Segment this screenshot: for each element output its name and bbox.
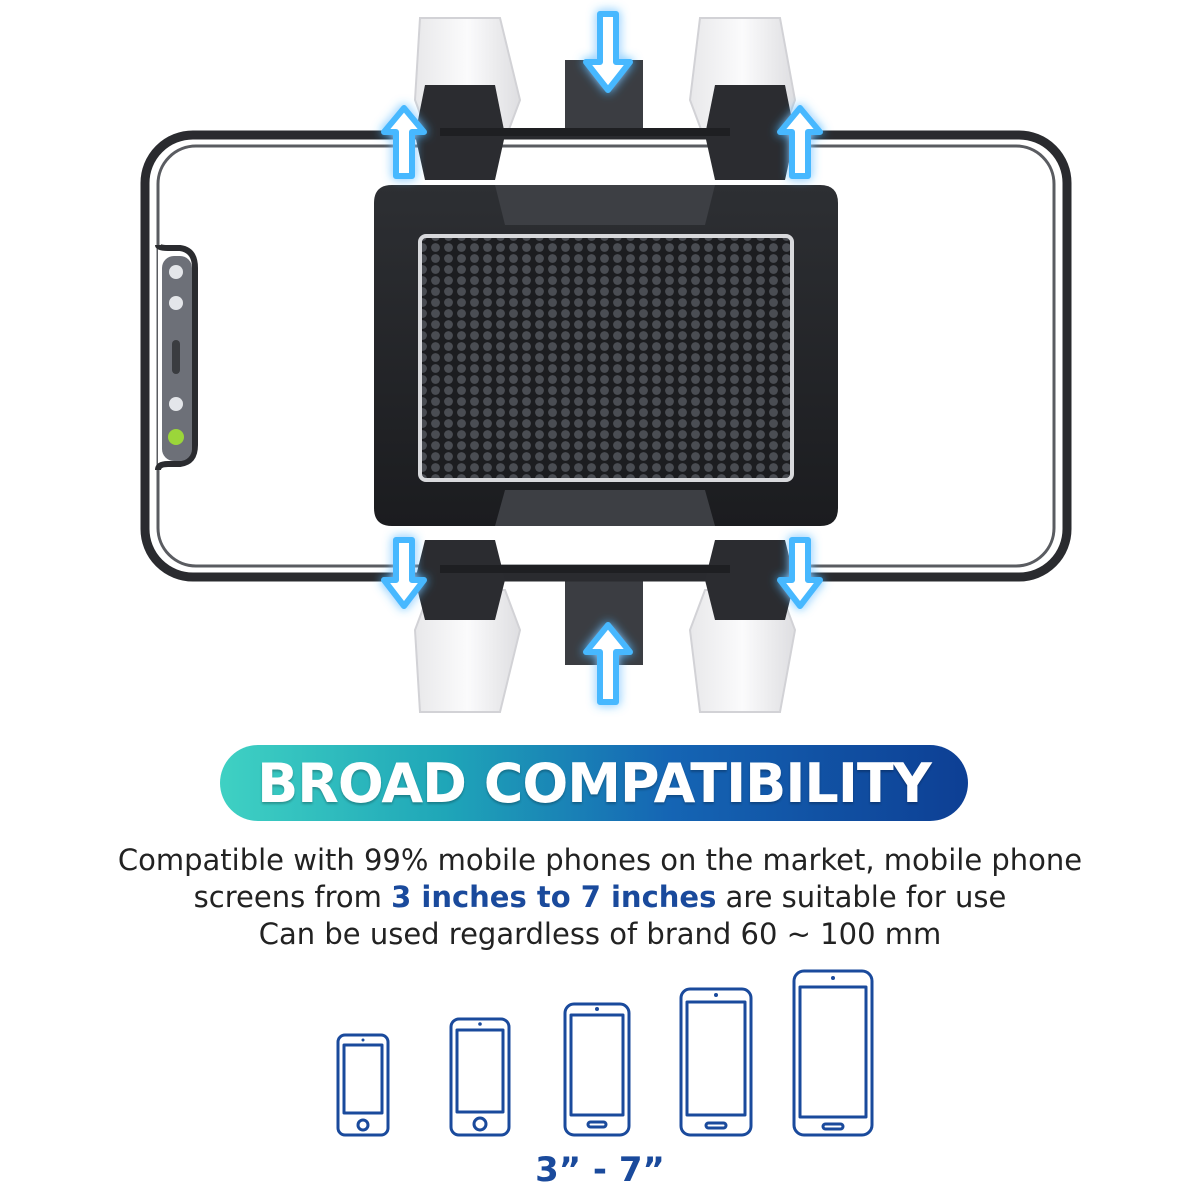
- description-line-2-suffix: are suitable for use: [716, 880, 1007, 914]
- gripper-arm-bottom-left: [413, 589, 522, 713]
- phone-outline-icon: [563, 1002, 631, 1137]
- phone-outline-icon: [336, 1033, 390, 1137]
- arrow-down-icon: [381, 537, 427, 609]
- compatibility-banner: BROAD COMPATIBILITY: [220, 745, 968, 821]
- banner-title: BROAD COMPATIBILITY: [257, 751, 932, 815]
- screen-size-highlight: 3 inches to 7 inches: [391, 880, 717, 914]
- phone-outline-icon: [679, 987, 753, 1137]
- description-line-2-prefix: screens from: [193, 880, 392, 914]
- arrow-down-icon: [777, 537, 823, 609]
- arrow-up-icon: [381, 105, 427, 179]
- description-line-3: Can be used regardless of brand 60 ~ 100…: [258, 917, 942, 951]
- phone-outline-icon: [792, 969, 874, 1137]
- gripper-claws: [415, 85, 795, 620]
- arrow-up-icon: [777, 105, 823, 179]
- anti-slip-pad: [418, 234, 794, 482]
- phone-size-icons: [336, 969, 874, 1137]
- description-line-2: screens from 3 inches to 7 inches are su…: [0, 879, 1200, 916]
- description: Compatible with 99% mobile phones on the…: [0, 842, 1200, 953]
- arrow-up-icon: [583, 622, 633, 705]
- phone-outline-icon: [449, 1017, 511, 1137]
- size-range-label: 3” - 7”: [535, 1150, 665, 1190]
- arrow-down-icon: [583, 11, 633, 93]
- description-line-1: Compatible with 99% mobile phones on the…: [117, 843, 1083, 877]
- product-illustration: [140, 11, 1072, 713]
- holder-body: [374, 185, 838, 526]
